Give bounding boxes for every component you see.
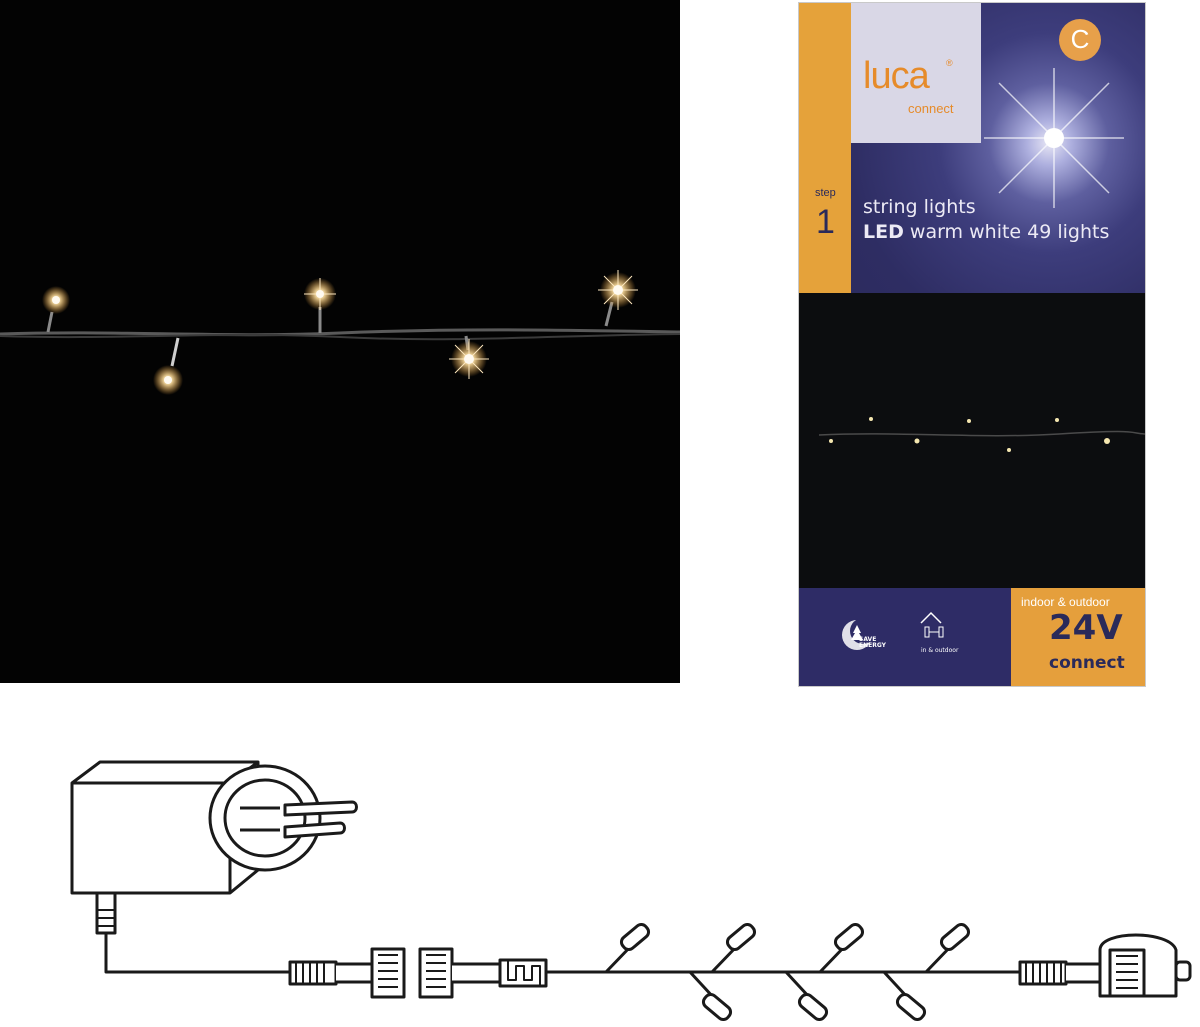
registered-mark: ® [946,58,953,68]
indoor-outdoor-icon [920,611,944,638]
connection-diagram [0,740,1200,1023]
indoor-outdoor-icon-text: in & outdoor [921,647,959,654]
title-led: LED [863,221,904,243]
bulb-up-2 [710,922,757,974]
bulb-up-3 [818,922,865,974]
series-badge: C [1059,19,1101,61]
plug-pin-bottom [283,821,346,839]
product-title-line2: LED warm white 49 lights [863,221,1109,243]
string-connector-nut [418,947,454,999]
brand-subtitle: connect [908,101,954,116]
product-photo [0,0,680,683]
string-lights-photo [0,270,680,395]
bulb-up-4 [924,922,971,974]
brand-logo: luca [863,55,930,97]
box-lights-photo [818,417,1145,452]
save-energy-icon [842,618,876,650]
box-photo-window [799,293,1145,588]
title-rest: warm white 49 lights [903,221,1110,243]
lead-connector-nut [370,947,406,999]
voltage-label: 24V [1049,608,1123,648]
product-title-line1: string lights [863,196,976,218]
step-number: 1 [816,203,835,241]
voltage-connect-label: connect [1049,653,1125,673]
logo-panel [851,3,981,143]
diagram-svg [70,760,1192,1022]
bulb-down-2 [784,970,829,1022]
step-label: step [815,187,836,199]
starburst-icon [984,68,1124,208]
plug-pin-top [283,800,358,817]
bulb-up-1 [604,922,651,974]
indoor-outdoor-label: indoor & outdoor [1021,595,1110,609]
bulb-down-1 [688,970,733,1022]
bulb-down-3 [882,970,927,1022]
voltage-panel [1011,588,1145,686]
box-orange-strip [799,3,851,293]
package-box: luca ® connect C step 1 string lights LE… [799,3,1145,686]
